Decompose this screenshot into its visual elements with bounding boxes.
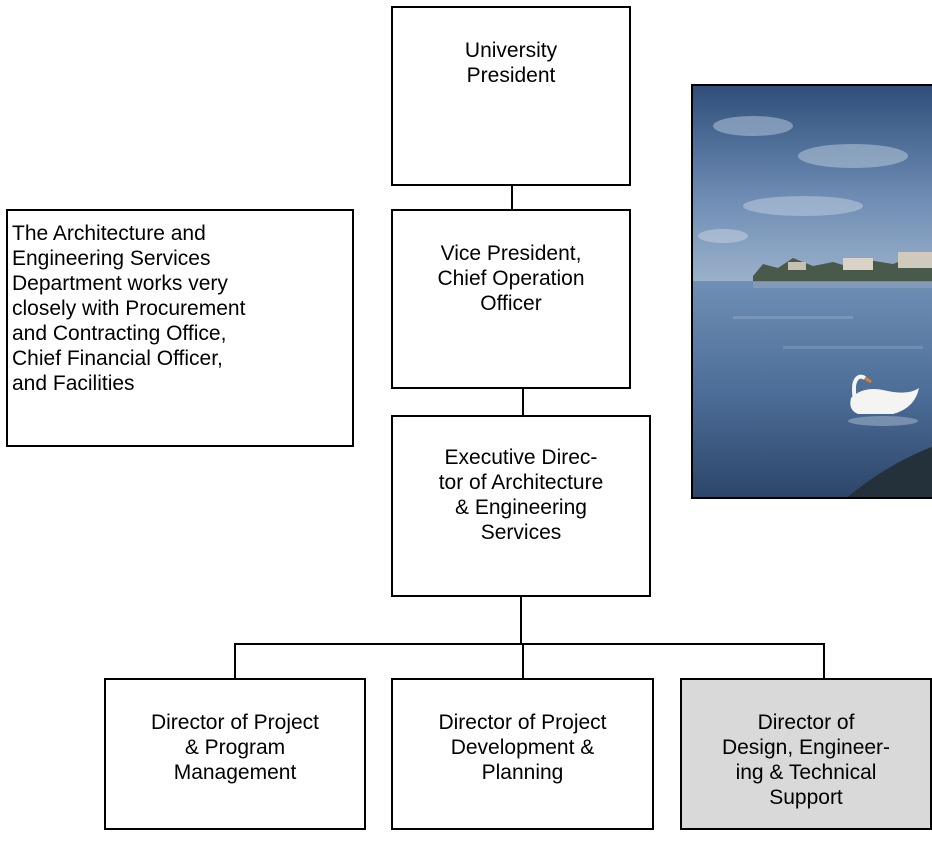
box-director-project-development: Director of Project Development & Planni…: [391, 678, 654, 830]
box-vice-president: Vice President, Chief Operation Officer: [391, 209, 631, 389]
connector-branch-right: [823, 643, 825, 679]
swan-lake-image: [693, 86, 932, 497]
connector-branch-horizontal: [234, 643, 824, 645]
connector-vp-exec: [522, 387, 524, 416]
note-box: The Architecture and Engineering Service…: [6, 209, 354, 447]
box-executive-director: Executive Direc- tor of Architecture & E…: [391, 415, 651, 597]
connector-branch-left: [234, 643, 236, 679]
note-text: The Architecture and Engineering Service…: [12, 222, 246, 395]
box-director-project-development-label: Director of Project Development & Planni…: [438, 711, 607, 784]
box-director-design-engineering: Director of Design, Engineer- ing & Tech…: [680, 678, 932, 830]
box-director-project-program: Director of Project & Program Management: [104, 678, 366, 830]
box-director-project-program-label: Director of Project & Program Management: [150, 711, 320, 784]
connector-president-vp: [511, 184, 513, 210]
box-university-president: University President: [391, 6, 631, 186]
box-university-president-label: University President: [464, 39, 558, 87]
swan-lake-photo: [691, 84, 932, 499]
box-executive-director-label: Executive Direc- tor of Architecture & E…: [438, 446, 604, 544]
box-vice-president-label: Vice President, Chief Operation Officer: [437, 242, 585, 315]
connector-exec-branch: [520, 595, 522, 643]
box-director-design-engineering-label: Director of Design, Engineer- ing & Tech…: [721, 711, 891, 809]
connector-branch-mid: [522, 643, 524, 679]
